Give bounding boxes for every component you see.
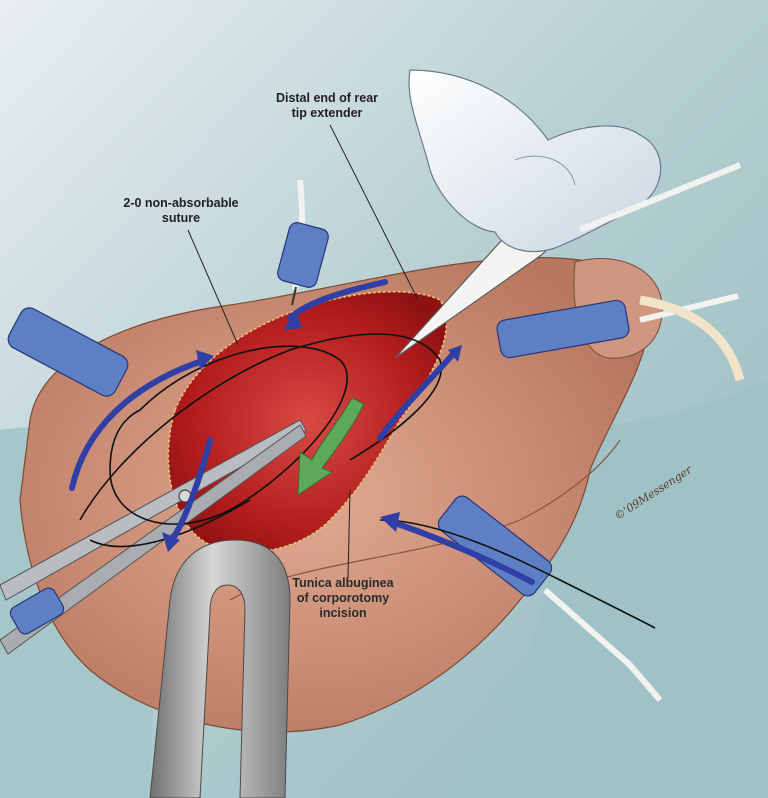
clamp-right: [496, 299, 630, 359]
label-tunica-line-3: incision: [319, 606, 367, 620]
label-distal-line-1: Distal end of rear: [275, 91, 379, 105]
tubing-right-lower: [543, 587, 663, 702]
leader-lines: [187, 124, 419, 579]
label-non-absorbable-suture: 2-0 non-absorbable suture: [116, 196, 246, 226]
blue-arrows: [69, 279, 535, 585]
blue-arrowheads: [162, 312, 462, 552]
label-suture-line-2: suture: [161, 211, 201, 225]
tubing-right-upper: [578, 162, 742, 233]
label-tunica-albuginea: Tunica albuginea of corporotomy incision: [268, 576, 418, 621]
label-distal-end-rear-tip-extender: Distal end of rear tip extender: [262, 91, 392, 121]
catheter-glans: [639, 295, 745, 382]
label-suture-line-1: 2-0 non-absorbable: [123, 196, 239, 210]
label-tunica-line-1: Tunica albuginea: [292, 576, 394, 590]
clamp-bottom-left: [9, 587, 65, 635]
label-distal-line-2: tip extender: [291, 106, 363, 120]
clamp-bottom-right: [437, 495, 553, 597]
corporotomy-tissue: [167, 290, 448, 553]
clamp-left: [7, 307, 129, 397]
tubing-right-mid: [639, 293, 739, 323]
green-arrow: [297, 397, 365, 496]
retractor: [149, 539, 291, 798]
drape-fold-right: [470, 380, 768, 798]
clamp-top: [277, 222, 329, 306]
label-tunica-line-2: of corporotomy: [296, 591, 390, 605]
